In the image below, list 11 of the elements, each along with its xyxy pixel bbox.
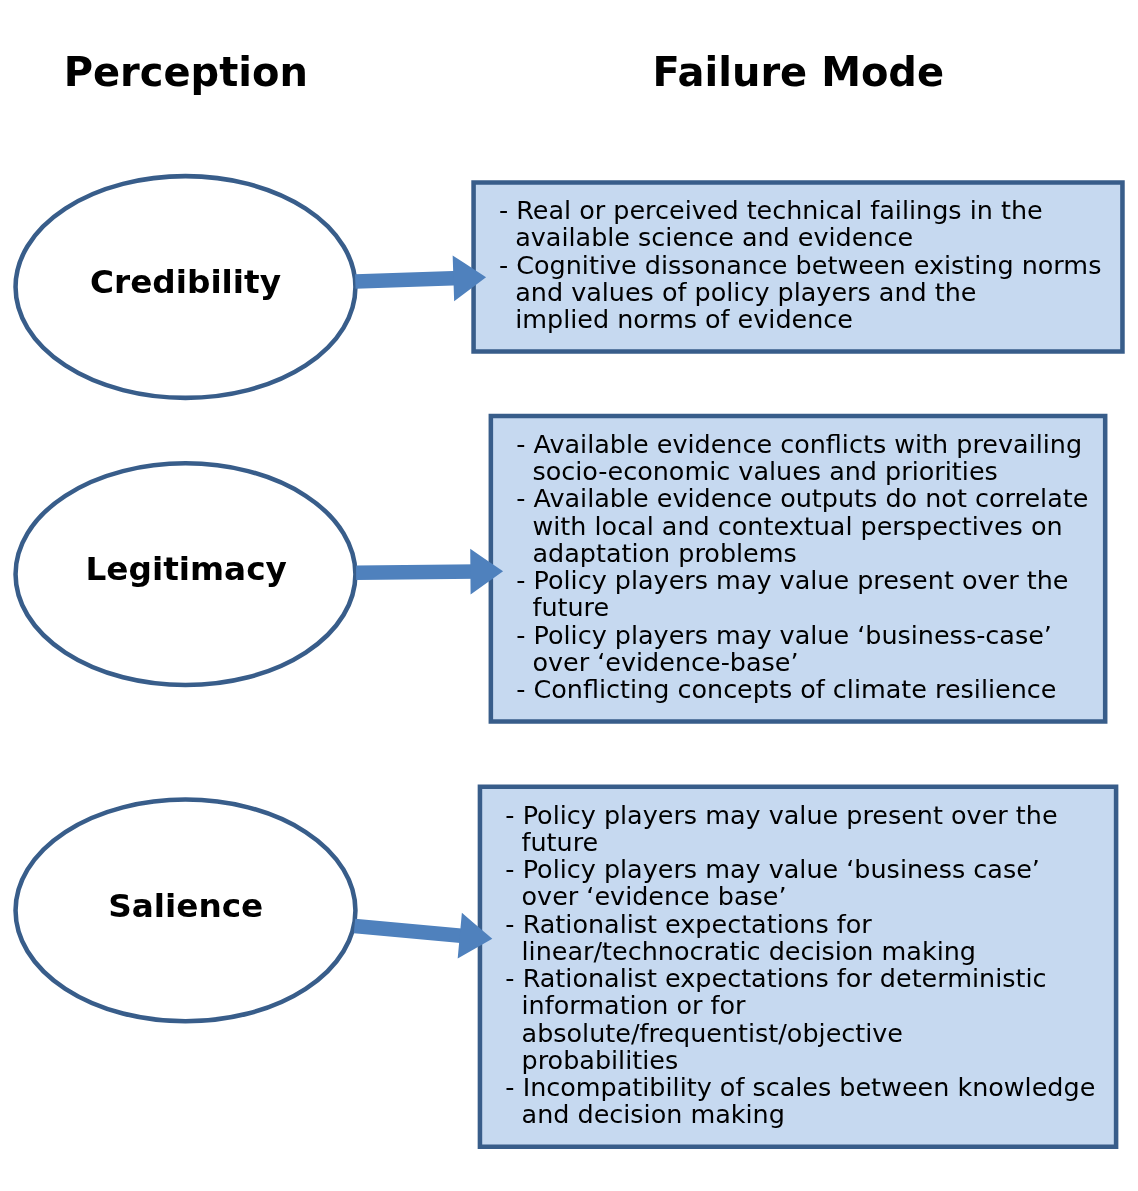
arrow — [356, 548, 504, 595]
node-ellipse: Legitimacy — [13, 460, 358, 687]
label: Perception — [63, 48, 308, 95]
arrow — [355, 254, 487, 301]
node-box: - Policy players may value present over the future - Policy players may value ‘business case’ over ‘evidence base’ - Rationalist expectations for linear/technocratic decision making - Rationalist expectations for deterministic information or for absolute/frequentist/objective probabilities - Incompatibility of scales between knowledge and decision making — [477, 784, 1119, 1149]
node-ellipse: Salience — [13, 796, 358, 1024]
label: Failure Mode — [652, 48, 945, 95]
node-ellipse: Credibility — [13, 173, 358, 400]
node-box: - Real or perceived technical failings in the available science and evidence - Cognitive dissonance between existing norms and values of policy players and the implied norms of evidence — [471, 179, 1125, 354]
node-box: - Available evidence conflicts with prevailing socio-economic values and priorities - Available evidence outputs do not correlate with local and contextual perspectives on adaptation problems - Policy players may value present over the future - Policy players may value ‘business-case’ over ‘evidence-base’ - Conflicting concepts of climate resilience — [488, 413, 1108, 724]
arrow — [353, 912, 493, 958]
